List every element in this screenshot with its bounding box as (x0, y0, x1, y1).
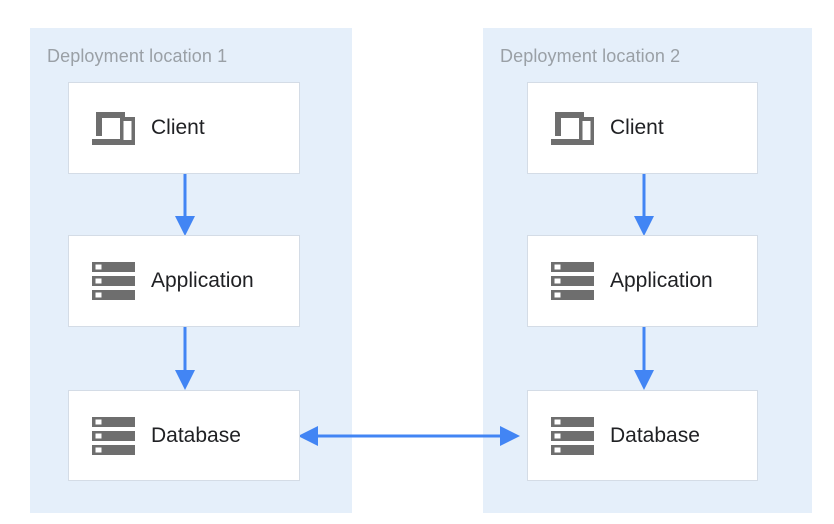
node-label: Application (151, 269, 254, 292)
arrow-application-to-database-location-2 (634, 325, 654, 390)
node-label: Database (610, 423, 700, 447)
arrow-client-to-application-location-2 (634, 172, 654, 236)
deployment-zone-1-title: Deployment location 1 (47, 46, 228, 66)
node-client-location-2[interactable]: Client (527, 82, 758, 174)
node-client-location-1[interactable]: Client (68, 82, 300, 174)
server-stack-icon (550, 413, 602, 459)
node-label: Client (610, 116, 664, 139)
server-stack-icon (91, 413, 143, 459)
devices-icon (550, 105, 602, 151)
node-application-location-2[interactable]: Application (527, 235, 758, 327)
arrow-application-to-database-location-1 (175, 325, 195, 390)
server-stack-icon (550, 258, 602, 304)
node-application-location-1[interactable]: Application (68, 235, 300, 327)
deployment-zone-2-title: Deployment location 2 (500, 46, 681, 66)
arrow-database-replication-bidirectional (298, 426, 520, 446)
devices-icon (91, 105, 143, 151)
node-label: Client (151, 116, 205, 139)
server-stack-icon (91, 258, 143, 304)
node-database-location-2[interactable]: Database (527, 390, 758, 481)
node-label: Database (151, 423, 241, 447)
arrow-client-to-application-location-1 (175, 172, 195, 236)
node-label: Application (610, 269, 713, 292)
node-database-location-1[interactable]: Database (68, 390, 300, 481)
